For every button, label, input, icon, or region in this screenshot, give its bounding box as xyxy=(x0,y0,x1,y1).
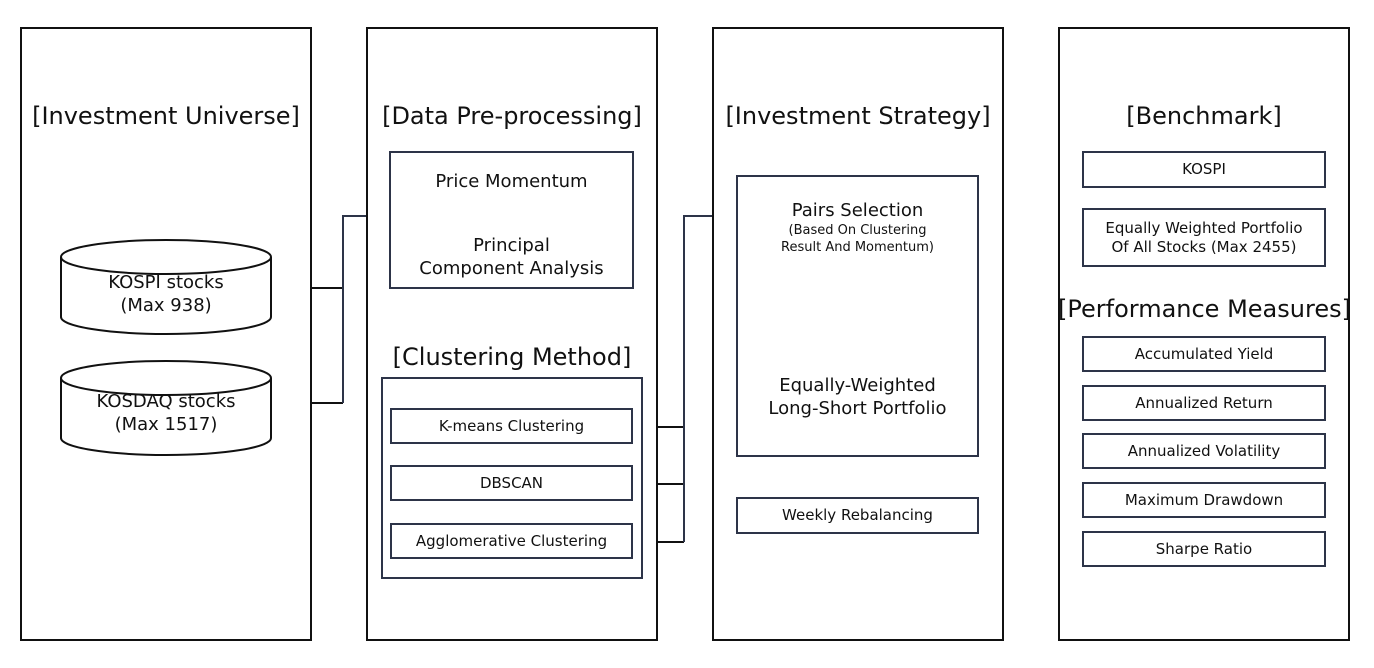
method-agglomerative: Agglomerative Clustering xyxy=(390,523,633,559)
kosdaq-stocks-label: KOSDAQ stocks (Max 1517) xyxy=(96,391,236,436)
pairs-selection-subtitle: (Based On Clustering Result And Momentum… xyxy=(781,223,934,255)
kospi-stocks-label: KOSPI stocks (Max 938) xyxy=(108,272,224,317)
pairs-selection-title: Pairs Selection xyxy=(791,200,924,221)
heading-investment-universe: [Investment Universe] xyxy=(32,102,300,130)
heading-clustering-method: [Clustering Method] xyxy=(392,343,632,371)
panel-investment-strategy xyxy=(712,27,1004,641)
measure-annualized-volatility: Annualized Volatility xyxy=(1082,433,1326,469)
pca-label: Principal Component Analysis xyxy=(419,235,604,280)
preprocessing-steps-box xyxy=(389,151,634,289)
long-short-portfolio-label: Equally-Weighted Long-Short Portfolio xyxy=(768,375,947,420)
weekly-rebalancing-box: Weekly Rebalancing xyxy=(736,497,979,534)
price-momentum-label: Price Momentum xyxy=(435,171,588,192)
measure-accumulated-yield: Accumulated Yield xyxy=(1082,336,1326,372)
heading-performance-measures: [Performance Measures] xyxy=(1058,295,1351,323)
kospi-cylinder xyxy=(60,239,272,335)
strategy-box xyxy=(736,175,979,457)
kosdaq-cylinder xyxy=(60,360,272,456)
benchmark-equal-weight: Equally Weighted Portfolio Of All Stocks… xyxy=(1082,208,1326,267)
heading-data-preprocessing: [Data Pre-processing] xyxy=(382,102,642,130)
measure-maximum-drawdown: Maximum Drawdown xyxy=(1082,482,1326,518)
measure-sharpe-ratio: Sharpe Ratio xyxy=(1082,531,1326,567)
clustering-methods-box xyxy=(381,377,643,579)
method-dbscan: DBSCAN xyxy=(390,465,633,501)
method-kmeans: K-means Clustering xyxy=(390,408,633,444)
heading-investment-strategy: [Investment Strategy] xyxy=(725,102,991,130)
heading-benchmark: [Benchmark] xyxy=(1126,102,1282,130)
benchmark-kospi: KOSPI xyxy=(1082,151,1326,188)
measure-annualized-return: Annualized Return xyxy=(1082,385,1326,421)
